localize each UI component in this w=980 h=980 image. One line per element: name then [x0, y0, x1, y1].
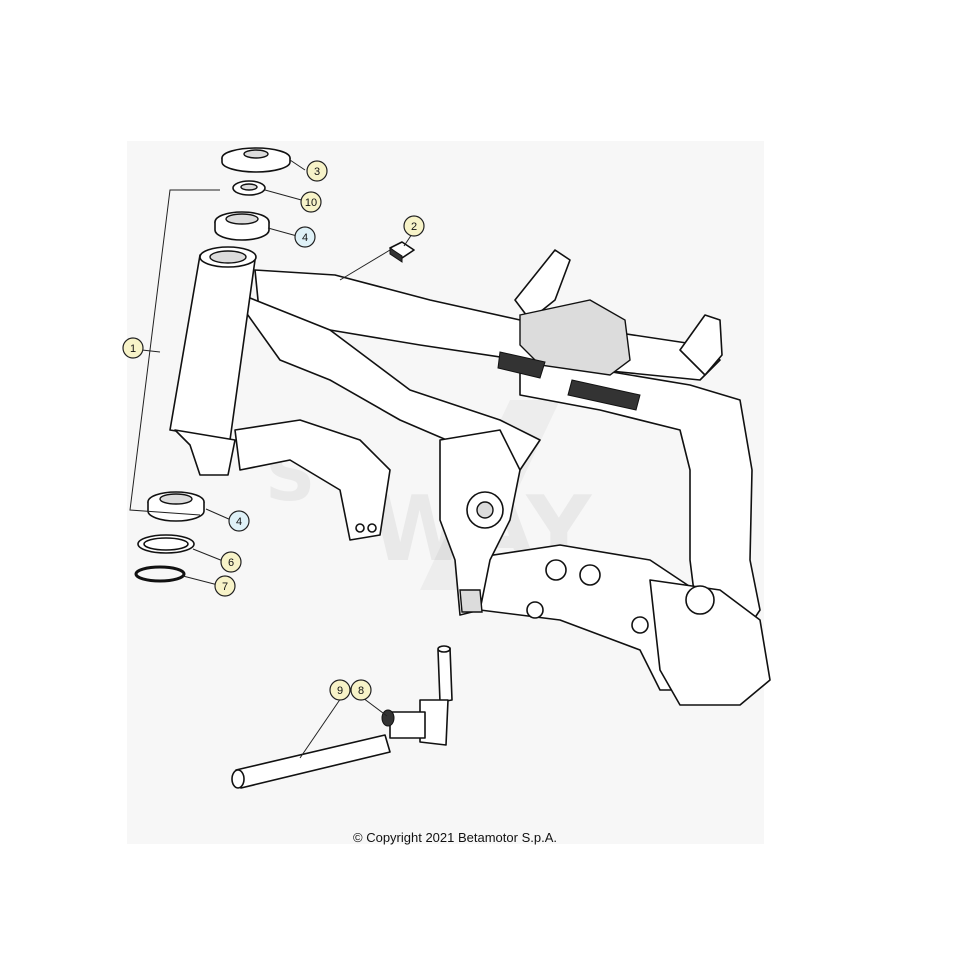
copyright-text: © Copyright 2021 Betamotor S.p.A. — [353, 830, 557, 845]
callout-4b-label: 4 — [236, 516, 242, 528]
callout-3-label: 3 — [314, 166, 320, 178]
callout-10[interactable]: 10 — [300, 191, 322, 213]
part-10-washer — [232, 180, 266, 196]
leader-lines — [129, 159, 413, 759]
callout-7-label: 7 — [222, 581, 228, 593]
part-7-oring — [134, 565, 186, 583]
part-3-steering-cap — [221, 147, 291, 173]
callout-10-label: 10 — [305, 197, 317, 209]
callout-6[interactable]: 6 — [220, 551, 242, 573]
callout-2[interactable]: 2 — [403, 215, 425, 237]
callout-7[interactable]: 7 — [214, 575, 236, 597]
part-9-tube — [231, 734, 391, 789]
part-2-nut — [389, 241, 415, 263]
part-8-fitting — [381, 645, 453, 746]
callout-1[interactable]: 1 — [122, 337, 144, 359]
head-tube — [169, 246, 257, 476]
callout-8[interactable]: 8 — [350, 679, 372, 701]
part-4-upper-bearing — [214, 211, 270, 241]
callout-8-label: 8 — [358, 685, 364, 697]
callout-4a-label: 4 — [302, 232, 308, 244]
frame-part-1 — [200, 249, 771, 706]
callout-4b[interactable]: 4 — [228, 510, 250, 532]
callout-6-label: 6 — [228, 557, 234, 569]
callout-1-label: 1 — [130, 343, 136, 355]
part-6-ring — [137, 534, 195, 554]
part-4-lower-bearing — [147, 491, 205, 522]
callout-4a[interactable]: 4 — [294, 226, 316, 248]
callout-9-label: 9 — [337, 685, 343, 697]
callout-3[interactable]: 3 — [306, 160, 328, 182]
callout-2-label: 2 — [411, 221, 417, 233]
callout-9[interactable]: 9 — [329, 679, 351, 701]
